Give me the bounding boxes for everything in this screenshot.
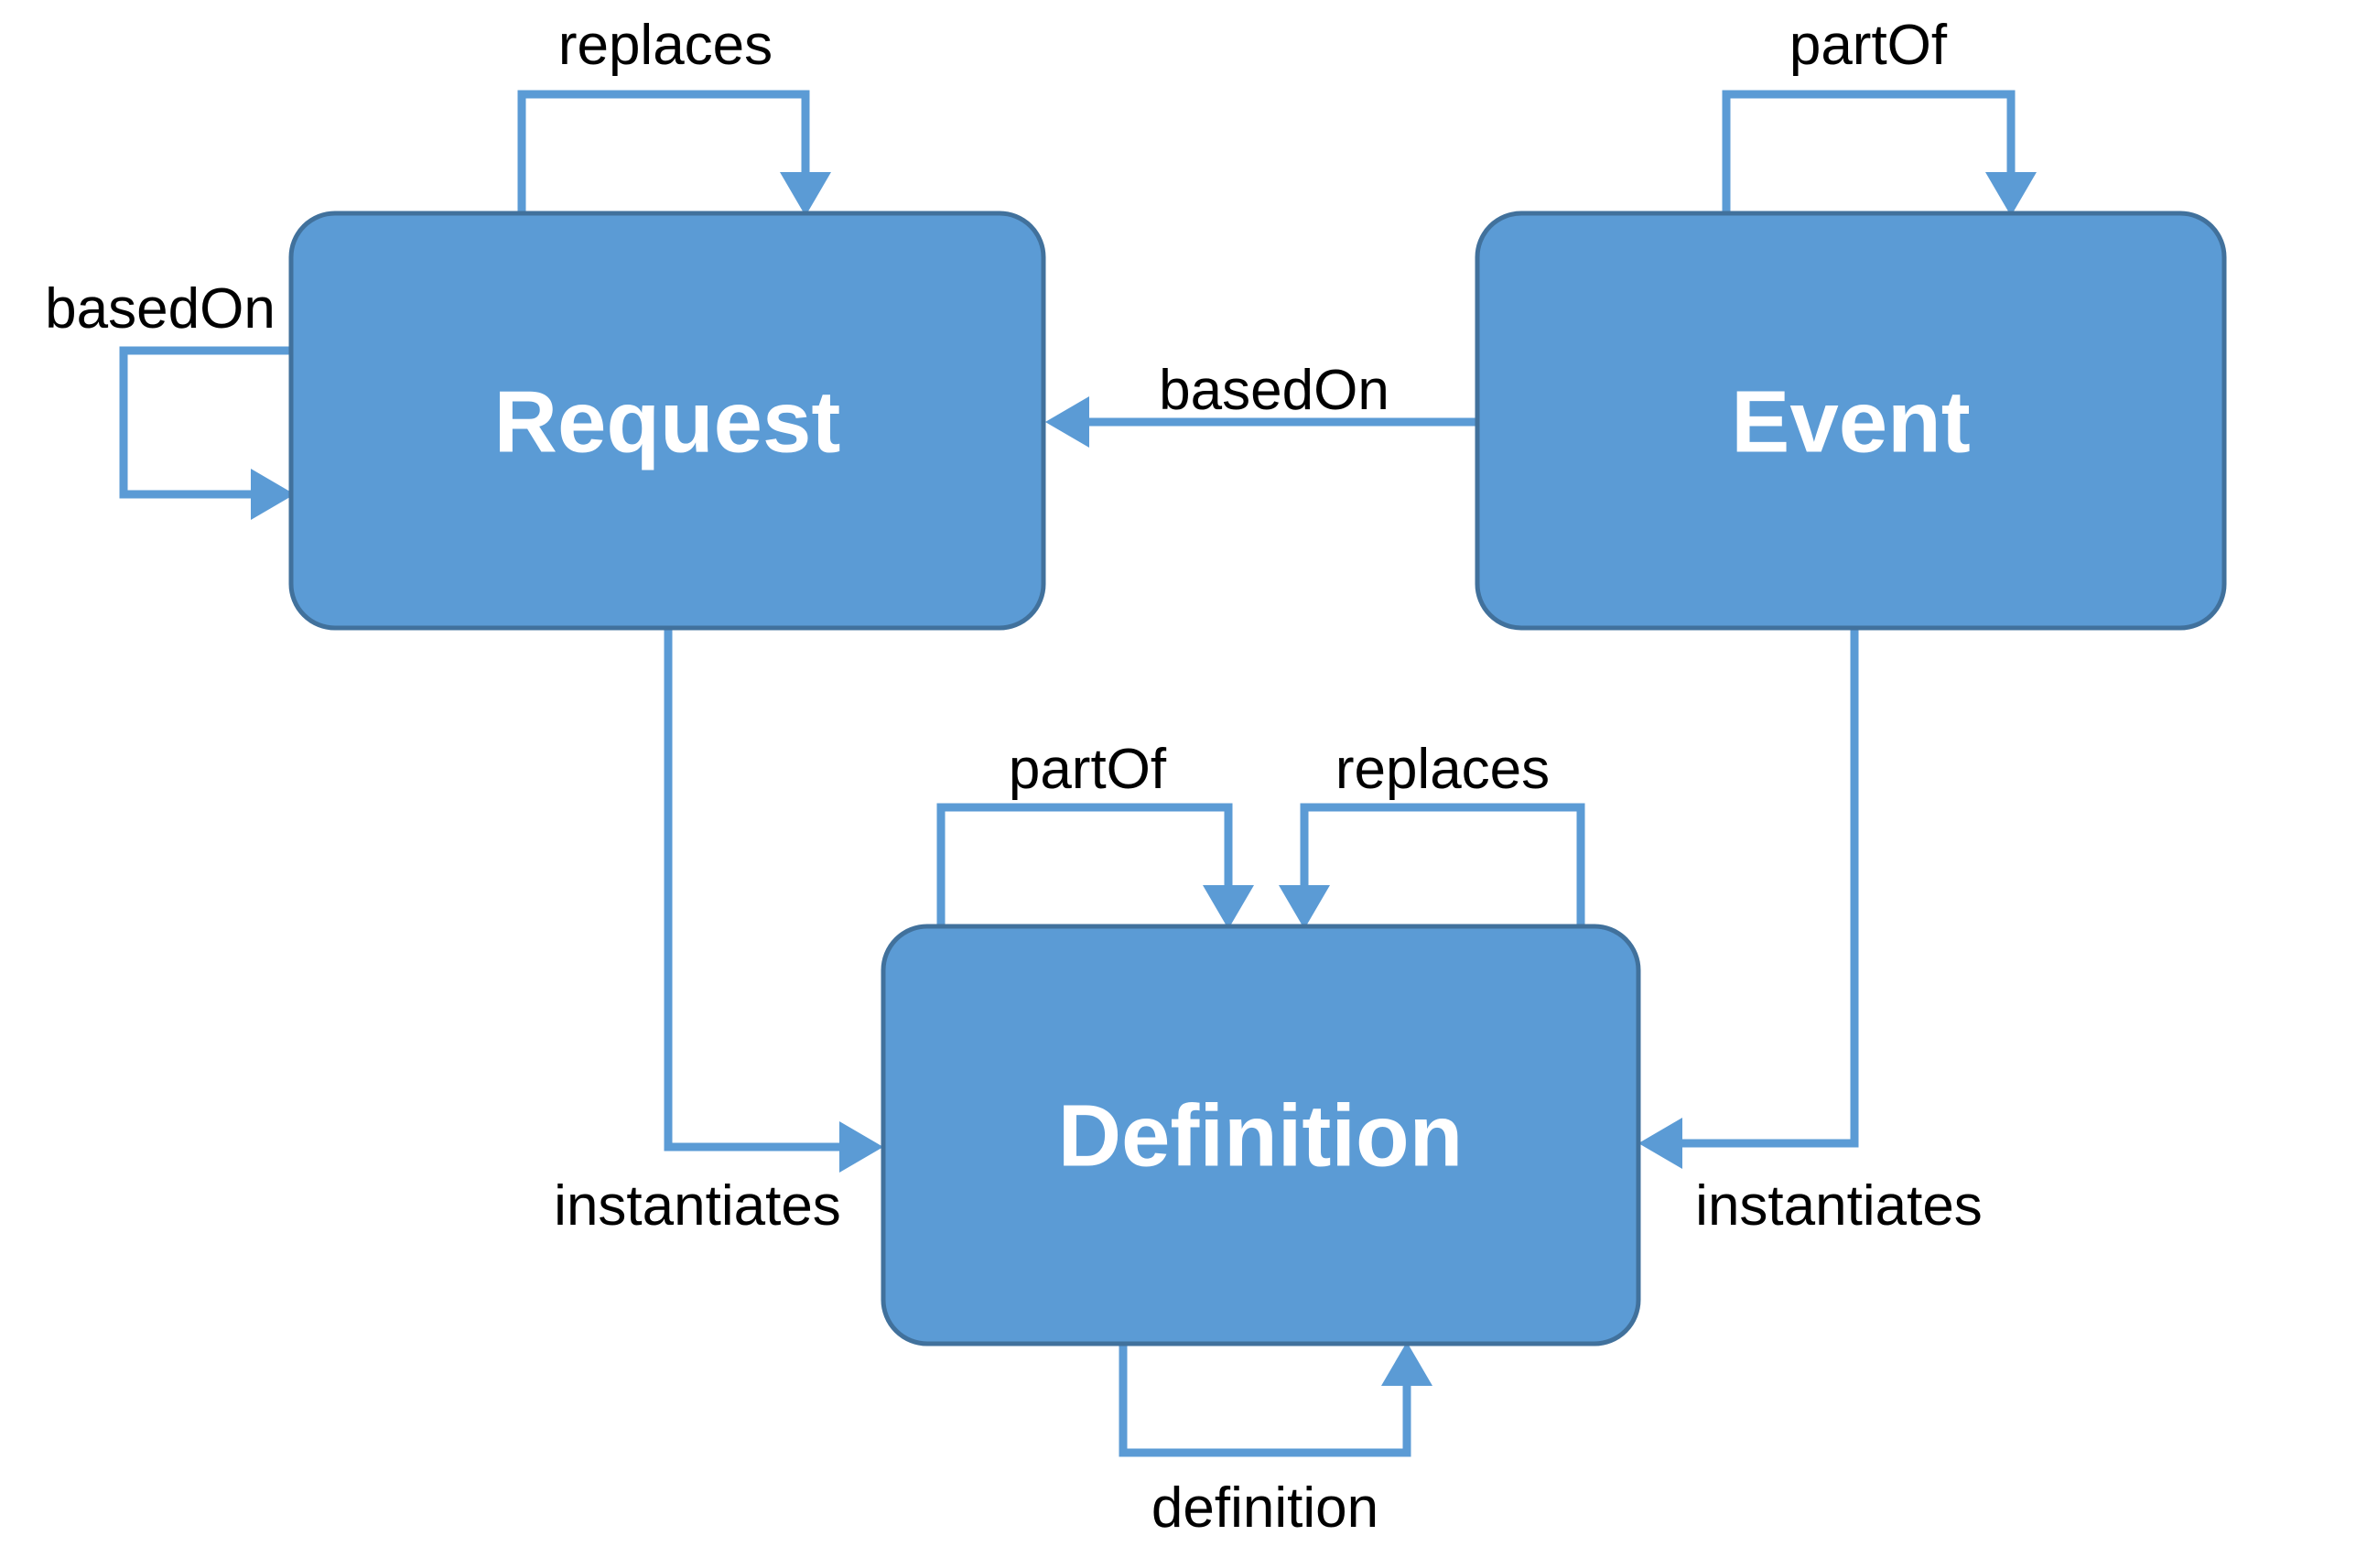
edge-definition-partof-path	[936, 803, 1233, 926]
node-definition-label: Definition	[1058, 1087, 1464, 1184]
edge-definition-replaces-path	[1300, 803, 1585, 926]
node-event[interactable]: Event	[1475, 211, 2227, 631]
edge-request-basedon[interactable]	[119, 346, 295, 520]
edge-definition-replaces-arrowhead	[1279, 885, 1330, 929]
edge-definition-definition-path	[1119, 1344, 1411, 1457]
edge-event-basedon-request-arrowhead	[1045, 396, 1089, 448]
node-request-shape	[288, 211, 1046, 631]
edge-request-replaces[interactable]	[517, 90, 831, 216]
edge-request-replaces-path	[517, 90, 810, 213]
node-request[interactable]: Request	[288, 211, 1046, 631]
edge-event-instantiates-arrowhead	[1638, 1118, 1682, 1169]
edge-definition-replaces[interactable]	[1279, 803, 1585, 929]
node-event-shape	[1475, 211, 2227, 631]
edge-label-definition-replaces: replaces	[1335, 738, 1550, 801]
edge-request-replaces-arrowhead	[780, 172, 831, 216]
edge-definition-partof-arrowhead	[1203, 885, 1254, 929]
edge-label-request-replaces: replaces	[558, 14, 773, 77]
edge-event-partof-path	[1722, 90, 2016, 213]
edge-event-basedon-request[interactable]	[1045, 396, 1477, 448]
edge-definition-definition[interactable]	[1119, 1342, 1432, 1457]
edge-request-instantiates-arrowhead	[839, 1121, 883, 1173]
edge-event-partof[interactable]	[1722, 90, 2037, 216]
edge-request-instantiates[interactable]	[664, 628, 883, 1173]
node-event-label: Event	[1731, 373, 1970, 470]
edge-request-basedon-arrowhead	[251, 469, 295, 520]
node-request-label: Request	[494, 373, 841, 470]
edge-label-request-basedon: basedOn	[45, 277, 276, 341]
edge-definition-definition-arrowhead	[1381, 1342, 1432, 1386]
edge-event-instantiates[interactable]	[1638, 628, 1859, 1169]
edge-request-instantiates-path	[664, 628, 839, 1152]
edge-label-definition-partof: partOf	[1009, 738, 1167, 801]
edge-request-basedon-path	[119, 346, 291, 499]
edge-label-event-partof: partOf	[1789, 14, 1948, 77]
edge-event-partof-arrowhead	[1985, 172, 2037, 216]
edge-event-instantiates-path	[1682, 628, 1859, 1148]
node-definition[interactable]: Definition	[881, 924, 1641, 1346]
node-definition-shape	[881, 924, 1641, 1346]
edge-label-event-instantiates: instantiates	[1695, 1174, 1983, 1238]
edge-definition-partof[interactable]	[936, 803, 1254, 929]
edge-label-request-instantiates: instantiates	[554, 1174, 841, 1238]
edge-label-definition-definition: definition	[1151, 1476, 1378, 1540]
edge-label-event-basedon-request: basedOn	[1159, 359, 1389, 422]
